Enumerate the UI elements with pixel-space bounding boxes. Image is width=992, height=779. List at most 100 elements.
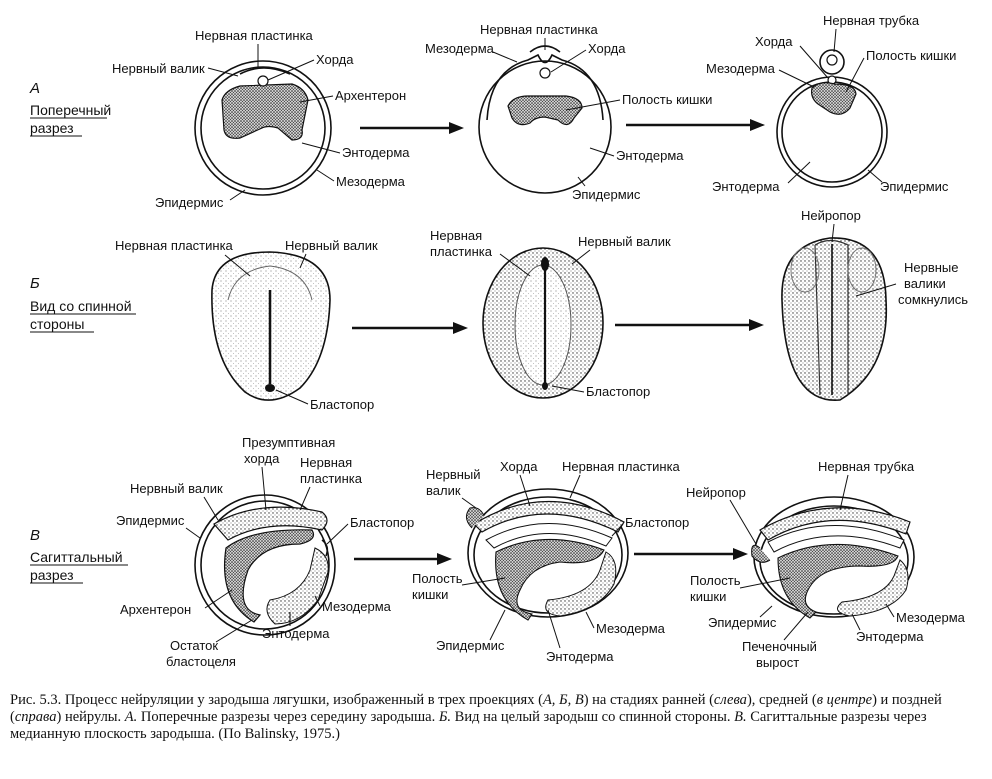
c1-remnant-label-2: бластоцеля [166, 654, 236, 669]
c3-neuropore-label: Нейропор [686, 485, 746, 500]
caption-part-2-italic: слева [713, 692, 747, 708]
caption-part-3-italic: в центре [816, 692, 873, 708]
c1-plate-label-1: Нервная [300, 455, 352, 470]
caption-part-4-italic: справа [14, 709, 57, 725]
arrow-b1-b2 [352, 322, 468, 334]
b2-plate-label-2: пластинка [430, 244, 493, 259]
a1-epidermis-label: Эпидермис [155, 195, 224, 210]
row-a-title-1: Поперечный [30, 102, 111, 118]
caption-part-3: ), средней ( [746, 692, 817, 708]
c2-fold-label-1: Нервный [426, 467, 481, 482]
caption-part-6-italic: Б. [438, 709, 452, 725]
c3-tube-label: Нервная трубка [818, 459, 915, 474]
sagittal-c2-labels: Нервный валик Хорда Нервная пластинка Бл… [412, 459, 689, 664]
arrow-c1-c2 [354, 553, 452, 565]
c1-chord-label-2: хорда [244, 451, 280, 466]
c2-endoderm-label: Энтодерма [546, 649, 614, 664]
dorsal-b2-drawing [482, 247, 604, 399]
a2-epidermis-label: Эпидермис [572, 187, 641, 202]
caption-part-8: Сагиттальные разрезы через медианную пло… [10, 709, 927, 742]
caption-part-5: ) нейрулы. [56, 709, 125, 725]
a1-endoderm-label: Энтодерма [342, 145, 410, 160]
a1-mesoderm-label: Мезодерма [336, 174, 406, 189]
caption-part-2: ) на стадиях ранней ( [583, 692, 714, 708]
caption-part-4: ) и поздней ( [10, 692, 942, 725]
sagittal-c3-drawing [751, 496, 915, 619]
a1-archenteron-label: Архентерон [335, 88, 406, 103]
caption-part-6: Поперечные разрезы через середину зароды… [137, 709, 439, 725]
c2-cavity-label-2: кишки [412, 587, 448, 602]
section-a2-drawing [478, 45, 612, 194]
a2-chord-label: Хорда [588, 41, 626, 56]
a2-cavity-label: Полость кишки [622, 92, 712, 107]
caption-part-7-italic: В. [734, 709, 747, 725]
b3-closed-label-1: Нервные [904, 260, 959, 275]
caption-part-7: Вид на целый зародыш со спинной стороны. [451, 709, 735, 725]
a3-mesoderm-label: Мезодерма [706, 61, 776, 76]
row-c-title-2: разрез [30, 567, 74, 583]
row-c-title-1: Сагиттальный [30, 549, 123, 565]
c1-archenteron-label: Архентерон [120, 602, 191, 617]
c2-fold-label-2: валик [426, 483, 461, 498]
section-a1-labels: Нервная пластинка Нервный валик Хорда Ар… [112, 28, 410, 210]
c3-endoderm-label: Энтодерма [856, 629, 924, 644]
arrow-a1-a2 [360, 122, 464, 134]
c3-mesoderm-label: Мезодерма [896, 610, 966, 625]
caption-part-5-italic: А. [124, 709, 138, 725]
a3-endoderm-label: Энтодерма [712, 179, 780, 194]
c1-plate-label-2: пластинка [300, 471, 363, 486]
arrow-a2-a3 [626, 119, 765, 131]
arrow-c2-c3 [634, 548, 748, 560]
c2-chord-label: Хорда [500, 459, 538, 474]
section-a3-labels: Нервная трубка Хорда Полость кишки Мезод… [706, 13, 956, 194]
c2-cavity-label-1: Полость [412, 571, 463, 586]
a1-fold-label: Нервный валик [112, 61, 205, 76]
row-b-title-1: Вид со спинной [30, 298, 132, 314]
row-a-title-2: разрез [30, 120, 74, 136]
row-b-letter: Б [30, 275, 40, 292]
dorsal-b3-drawing [781, 237, 888, 401]
a1-chord-label: Хорда [316, 52, 354, 67]
dorsal-b3-labels: Нейропор Нервные валики сомкнулись [801, 208, 968, 307]
b3-closed-label-2: валики [904, 276, 946, 291]
row-c-letter: В [30, 527, 40, 544]
c2-blastopore-label: Бластопор [625, 515, 689, 530]
c1-remnant-label-1: Остаток [170, 638, 218, 653]
b1-plate-label: Нервная пластинка [115, 238, 234, 253]
c1-blastopore-label: Бластопор [350, 515, 414, 530]
section-a2-labels: Нервная пластинка Мезодерма Хорда Полост… [425, 22, 712, 202]
row-c: В Сагиттальный разрез Презумптивная хорд… [30, 435, 966, 670]
a3-tube-label: Нервная трубка [823, 13, 920, 28]
b1-fold-label: Нервный валик [285, 238, 378, 253]
c3-liver-label-1: Печеночный [742, 639, 817, 654]
row-b: Б Вид со спинной стороны Нервная пластин… [30, 208, 968, 412]
a2-endoderm-label: Энтодерма [616, 148, 684, 163]
c3-liver-label-2: вырост [756, 655, 799, 670]
dorsal-b1-drawing [211, 251, 331, 401]
a3-cavity-label: Полость кишки [866, 48, 956, 63]
b2-blastopore-label: Бластопор [586, 384, 650, 399]
b3-closed-label-3: сомкнулись [898, 292, 968, 307]
dorsal-b1-labels: Нервная пластинка Нервный валик Бластопо… [115, 238, 378, 412]
c1-fold-label: Нервный валик [130, 481, 223, 496]
row-a-letter: А [29, 80, 40, 97]
c3-cavity-label-2: кишки [690, 589, 726, 604]
b1-blastopore-label: Бластопор [310, 397, 374, 412]
a1-plate-label: Нервная пластинка [195, 28, 314, 43]
c1-endoderm-label: Энтодерма [262, 626, 330, 641]
a3-epidermis-label: Эпидермис [880, 179, 949, 194]
c2-plate-label: Нервная пластинка [562, 459, 681, 474]
c3-epidermis-label: Эпидермис [708, 615, 777, 630]
c2-epidermis-label: Эпидермис [436, 638, 505, 653]
b2-plate-label-1: Нервная [430, 228, 482, 243]
c2-mesoderm-label: Мезодерма [596, 621, 666, 636]
arrow-b2-b3 [615, 319, 764, 331]
b2-fold-label: Нервный валик [578, 234, 671, 249]
row-b-title-2: стороны [30, 316, 84, 332]
dorsal-b2-labels: Нервная пластинка Нервный валик Бластопо… [430, 228, 671, 399]
sagittal-c2-drawing [466, 488, 629, 621]
c3-cavity-label-1: Полость [690, 573, 741, 588]
row-a: А Поперечный разрез Нервная пластинка Не… [29, 13, 956, 210]
caption-part-1-italic: А, Б, В [542, 692, 584, 708]
